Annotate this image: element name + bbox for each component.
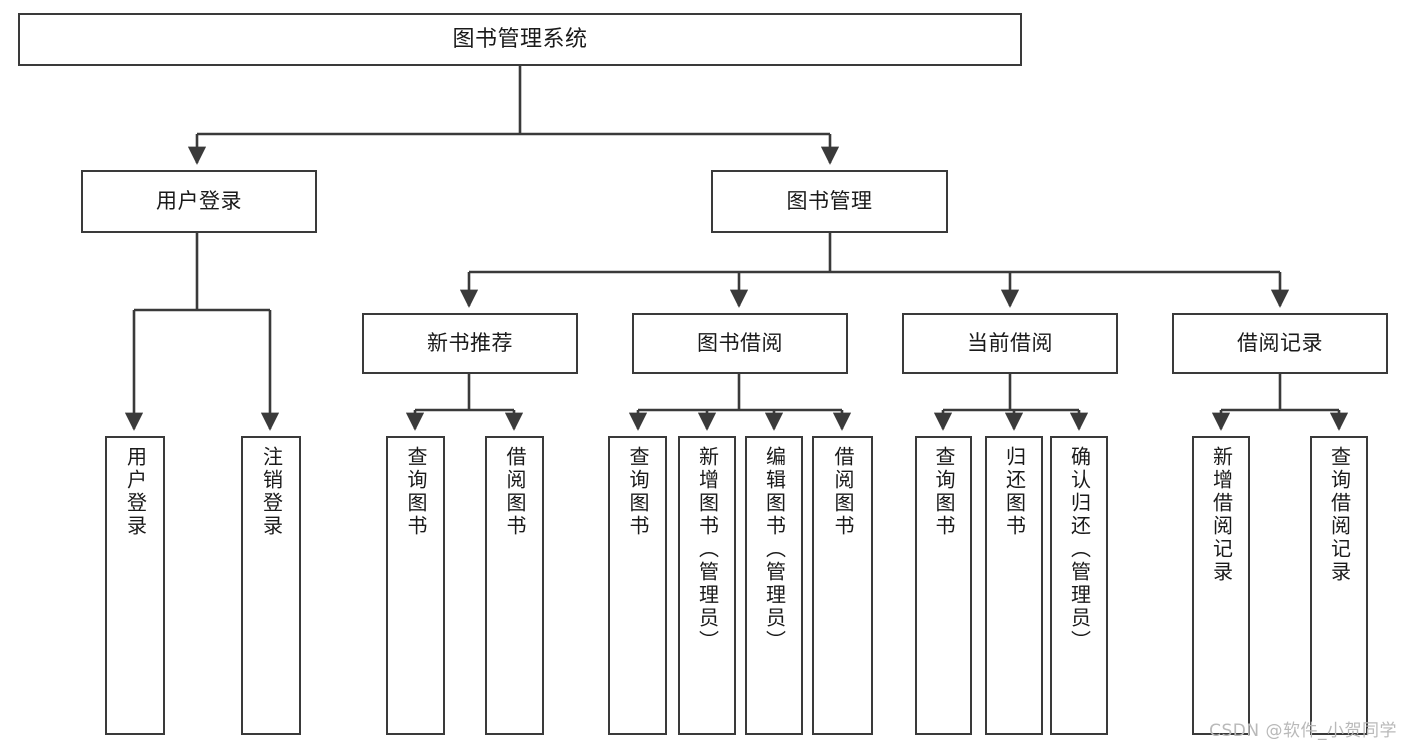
leaf-add-book-admin[interactable]: 新增图书（管理员） <box>678 436 736 735</box>
leaf-logout[interactable]: 注销登录 <box>241 436 301 735</box>
node-current-borrow-label: 当前借阅 <box>967 331 1053 356</box>
leaf-confirm-return-admin[interactable]: 确认归还（管理员） <box>1050 436 1108 735</box>
node-root[interactable]: 图书管理系统 <box>18 13 1022 66</box>
node-book-management-label: 图书管理 <box>786 189 873 214</box>
node-borrow-records[interactable]: 借阅记录 <box>1172 313 1388 374</box>
leaf-query-borrow-record[interactable]: 查询借阅记录 <box>1310 436 1368 735</box>
leaf-query-book-current-label: 查询图书 <box>932 446 956 538</box>
leaf-edit-book-admin-label: 编辑图书（管理员） <box>762 446 787 653</box>
leaf-return-book[interactable]: 归还图书 <box>985 436 1043 735</box>
node-root-label: 图书管理系统 <box>452 26 588 52</box>
leaf-add-book-admin-label: 新增图书（管理员） <box>695 446 720 653</box>
leaf-query-borrow-record-label: 查询借阅记录 <box>1327 446 1352 584</box>
node-current-borrow[interactable]: 当前借阅 <box>902 313 1118 374</box>
leaf-borrow-book[interactable]: 借阅图书 <box>812 436 873 735</box>
leaf-query-book-newbook[interactable]: 查询图书 <box>386 436 445 735</box>
node-borrow-records-label: 借阅记录 <box>1237 331 1323 356</box>
csdn-watermark: CSDN @软件_小贺同学 <box>1209 721 1397 741</box>
leaf-confirm-return-admin-label: 确认归还（管理员） <box>1067 446 1092 653</box>
node-book-management[interactable]: 图书管理 <box>711 170 948 233</box>
leaf-query-book-newbook-label: 查询图书 <box>404 446 428 538</box>
leaf-logout-label: 注销登录 <box>259 446 284 538</box>
node-book-borrow-label: 图书借阅 <box>697 331 783 356</box>
leaf-query-book-borrow[interactable]: 查询图书 <box>608 436 667 735</box>
leaf-user-login-label: 用户登录 <box>123 446 148 538</box>
leaf-borrow-book-newbook[interactable]: 借阅图书 <box>485 436 544 735</box>
node-book-borrow[interactable]: 图书借阅 <box>632 313 848 374</box>
leaf-user-login[interactable]: 用户登录 <box>105 436 165 735</box>
leaf-query-book-borrow-label: 查询图书 <box>626 446 650 538</box>
leaf-add-borrow-record[interactable]: 新增借阅记录 <box>1192 436 1250 735</box>
leaf-edit-book-admin[interactable]: 编辑图书（管理员） <box>745 436 803 735</box>
node-user-login[interactable]: 用户登录 <box>81 170 317 233</box>
node-new-book-recommend-label: 新书推荐 <box>427 331 513 356</box>
leaf-query-book-current[interactable]: 查询图书 <box>915 436 972 735</box>
leaf-return-book-label: 归还图书 <box>1002 446 1027 538</box>
leaf-borrow-book-label: 借阅图书 <box>831 446 855 538</box>
leaf-borrow-book-newbook-label: 借阅图书 <box>503 446 527 538</box>
leaf-add-borrow-record-label: 新增借阅记录 <box>1209 446 1234 584</box>
node-new-book-recommend[interactable]: 新书推荐 <box>362 313 578 374</box>
node-user-login-label: 用户登录 <box>156 189 242 214</box>
